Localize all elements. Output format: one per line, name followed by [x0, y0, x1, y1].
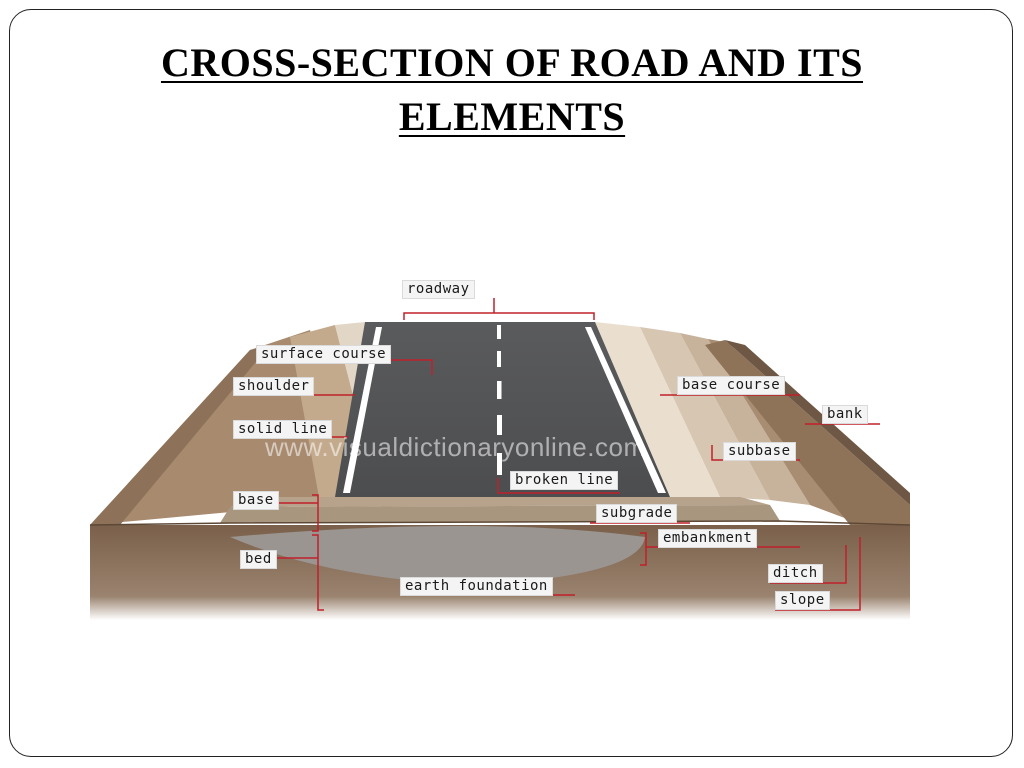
- solid-line-left: [343, 327, 382, 493]
- label-base-course: base course: [677, 376, 786, 395]
- front-top-edge: [89, 520, 911, 526]
- label-base: base: [233, 491, 279, 510]
- label-bank: bank: [822, 405, 868, 424]
- solid-line-right: [585, 327, 666, 493]
- label-slope: slope: [775, 591, 830, 610]
- label-bed: bed: [240, 550, 277, 569]
- asphalt-roadway: [335, 322, 670, 497]
- embankment-mound: [230, 526, 645, 585]
- left-bank: [90, 345, 270, 525]
- title-line-2: ELEMENTS: [398, 94, 626, 139]
- label-subbase: subbase: [723, 442, 796, 461]
- label-subgrade: subgrade: [596, 504, 678, 523]
- label-embankment: embankment: [658, 529, 758, 548]
- label-solid-line: solid line: [233, 420, 333, 439]
- subgrade-layer: [220, 505, 780, 523]
- road-cross-section-diagram: www.visualdictionaryonline.com roadway s…: [80, 275, 920, 630]
- label-ditch: ditch: [768, 564, 823, 583]
- label-earth-foundation: earth foundation: [400, 577, 553, 596]
- slide-title: CROSS-SECTION OF ROAD AND ITS ELEMENTS: [0, 36, 1024, 144]
- leader-lines: [235, 298, 880, 611]
- label-surface-course: surface course: [256, 345, 392, 364]
- broken-line: [497, 325, 502, 475]
- title-line-1: CROSS-SECTION OF ROAD AND ITS: [160, 40, 864, 85]
- label-roadway: roadway: [402, 280, 475, 299]
- right-base-layer: [595, 322, 720, 497]
- label-shoulder: shoulder: [233, 377, 315, 396]
- label-broken-line: broken line: [510, 471, 619, 490]
